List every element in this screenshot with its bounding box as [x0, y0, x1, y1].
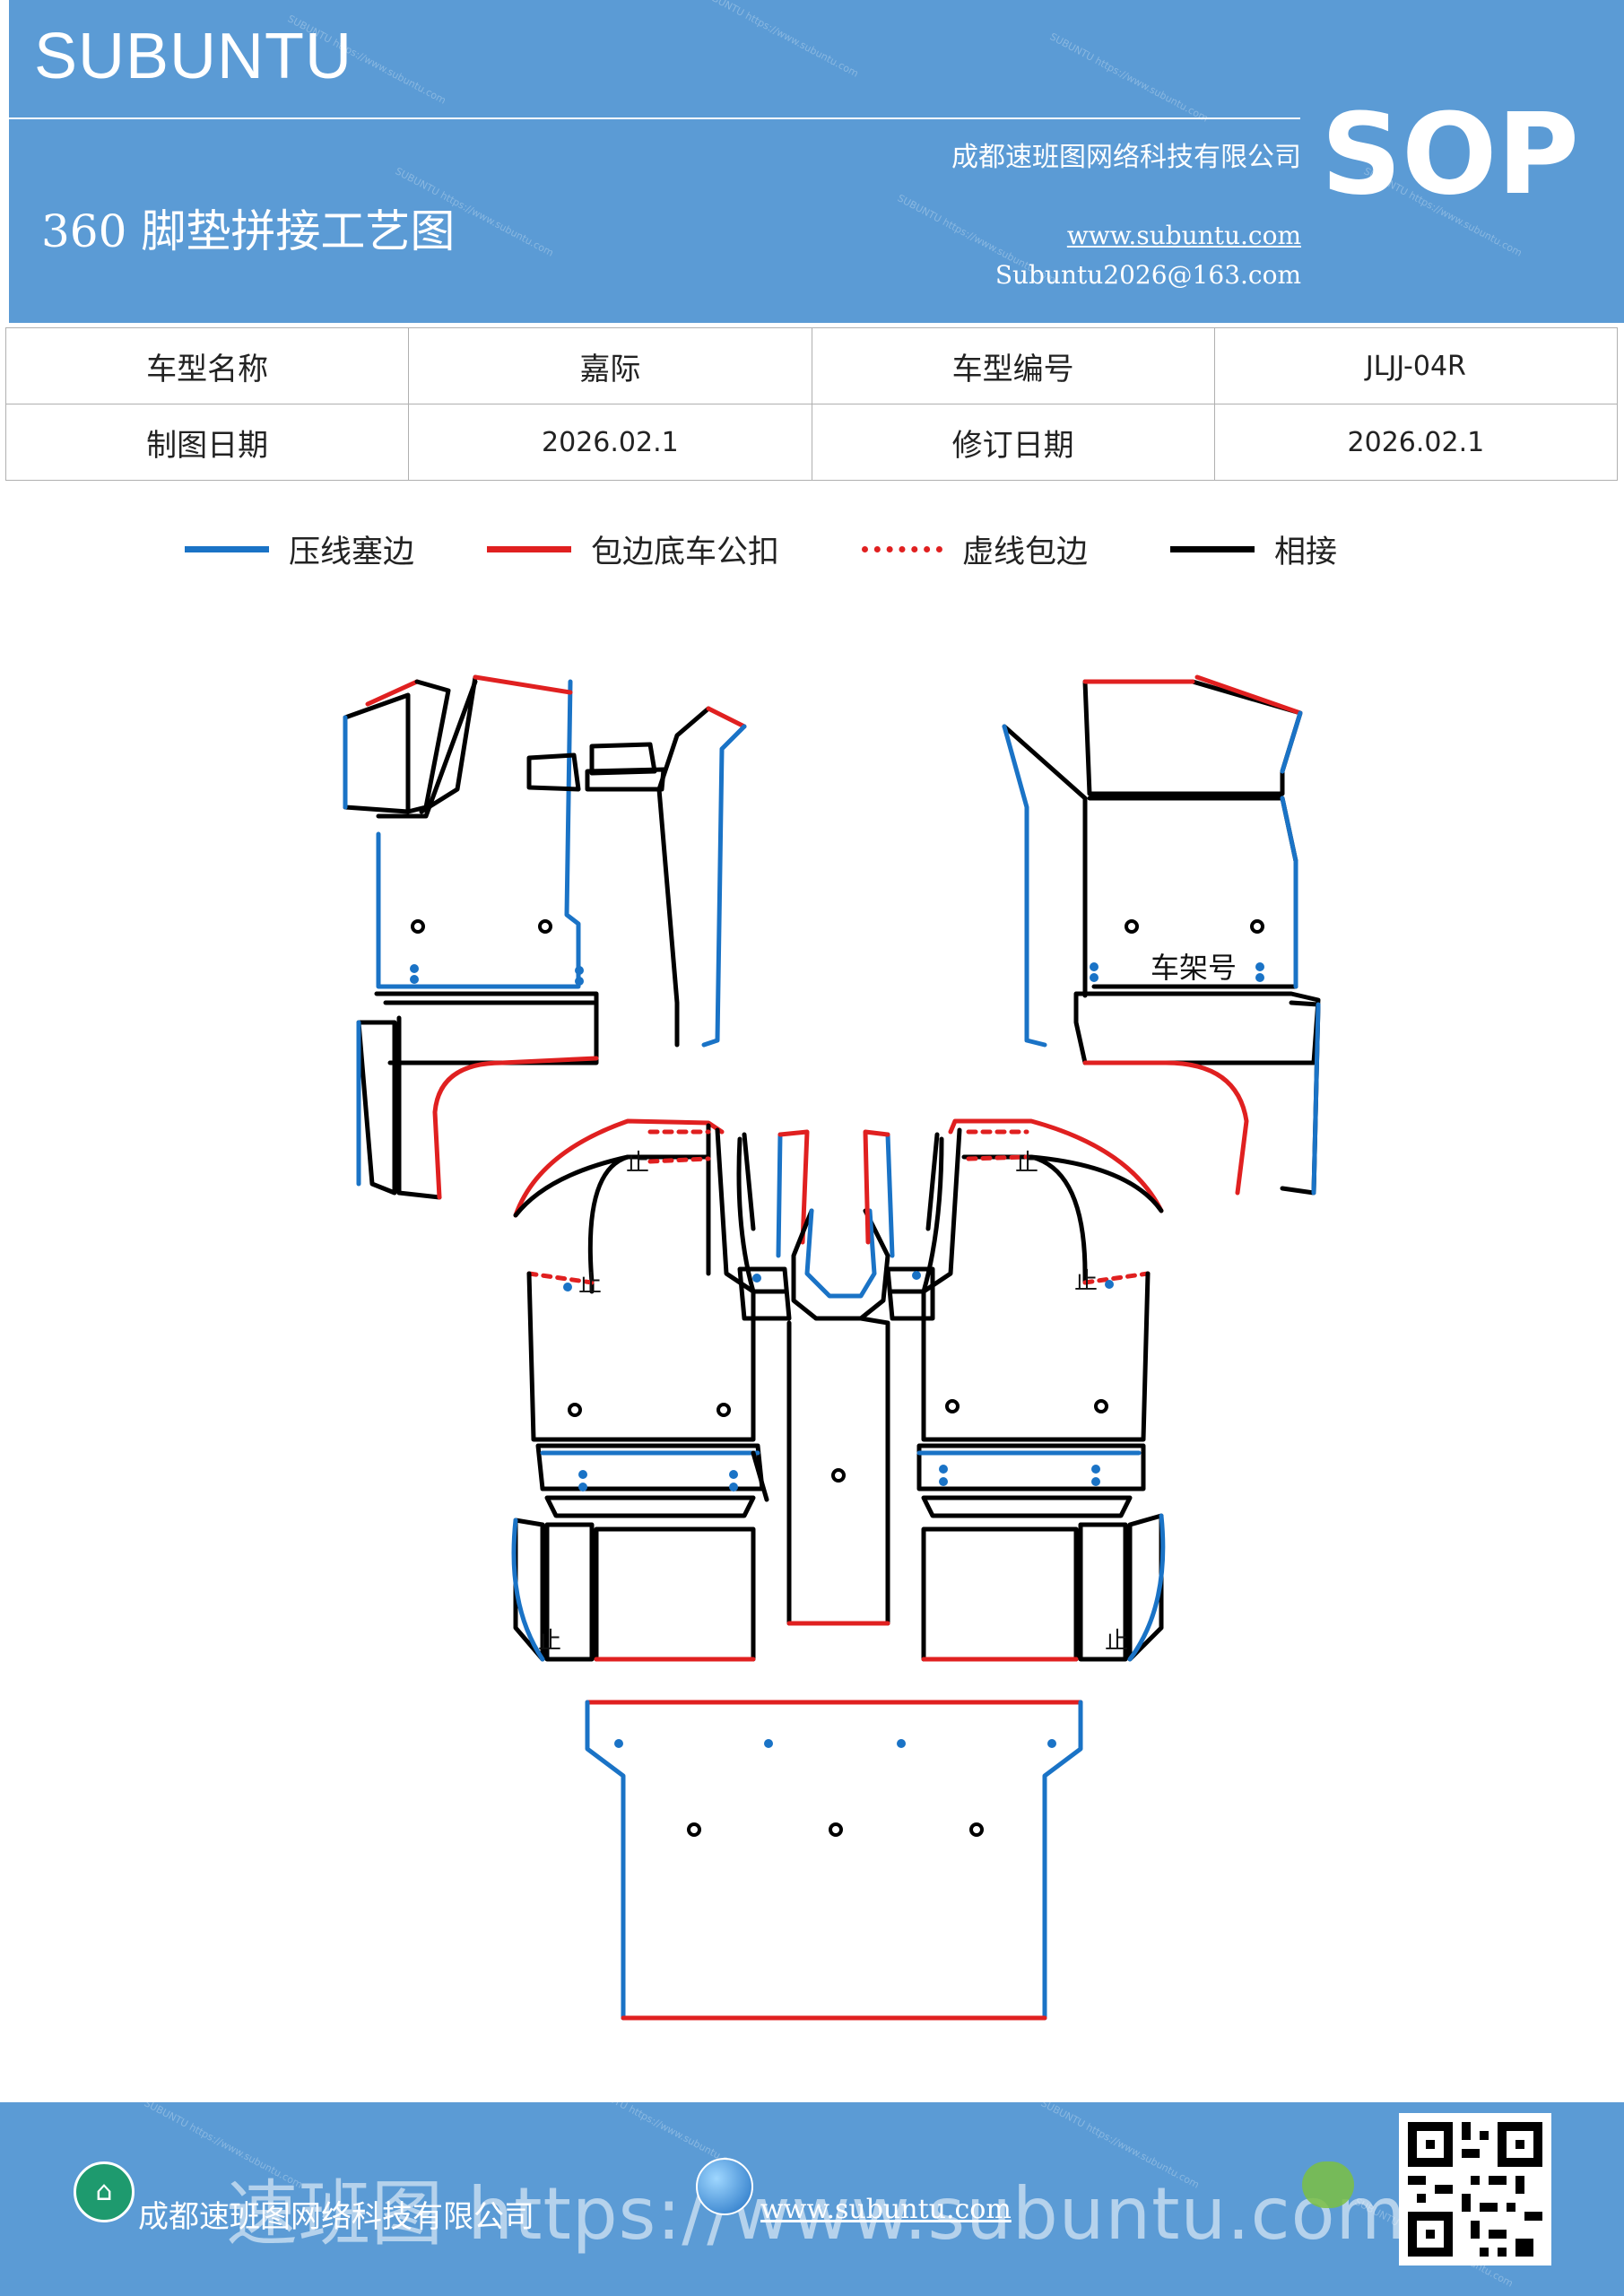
label-model-name: 车型名称	[4, 327, 410, 404]
legend-label: 压线塞边	[289, 534, 415, 570]
stop-mark: 止	[1015, 1150, 1038, 1177]
legend-item-joint: 相接	[1170, 522, 1337, 576]
legend-item-dashed-binding: 虚线包边	[862, 522, 1088, 576]
brand-logo-text: SUBUNTU	[34, 21, 353, 92]
vehicle-info-table: 车型名称 嘉际 车型编号 JLJJ-04R 制图日期 2026.02.1 修订日…	[4, 327, 1619, 481]
footer-company-name: 成都速班图网络科技有限公司	[138, 2199, 534, 2235]
company-name: 成都速班图网络科技有限公司	[951, 142, 1301, 173]
sop-label: SOP	[1321, 90, 1579, 220]
globe-icon	[696, 2158, 753, 2215]
header-divider	[9, 117, 1300, 119]
table-row: 车型名称 嘉际 车型编号 JLJJ-04R	[4, 327, 1619, 404]
mount-holes	[411, 919, 1264, 1837]
value-revision-date: 2026.02.1	[1213, 404, 1619, 481]
stop-mark: 止	[538, 1628, 561, 1655]
center-tunnel-mat	[786, 1208, 890, 1626]
legend-item-edge-binding: 包边底车公扣	[487, 522, 779, 576]
trunk-mat	[585, 1700, 1083, 2021]
label-model-code: 车型编号	[811, 327, 1215, 404]
footer-banner: SUBUNTU https://www.subuntu.com SUBUNTU …	[0, 2102, 1624, 2296]
rear-right-mat	[863, 1118, 1166, 1662]
footer-website-link[interactable]: www.subuntu.com	[760, 2194, 1012, 2225]
table-row: 制图日期 2026.02.1 修订日期 2026.02.1	[4, 404, 1619, 481]
legend-label: 相接	[1274, 534, 1338, 570]
header-banner: SUBUNTU https://www.subuntu.com SUBUNTU …	[9, 0, 1624, 323]
stop-mark: 止	[626, 1150, 649, 1177]
legend-swatch-blue	[185, 545, 269, 552]
legend-swatch-red-dashed	[862, 545, 942, 552]
website-link[interactable]: www.subuntu.com	[1066, 221, 1301, 250]
legend-label: 包边底车公扣	[591, 534, 780, 570]
wechat-icon	[1302, 2161, 1354, 2208]
footer-watermark: 速班图 https://www.subuntu.com	[226, 2172, 1407, 2256]
label-revision-date: 修订日期	[811, 404, 1215, 481]
stop-mark: 止	[1105, 1628, 1128, 1655]
value-model-name: 嘉际	[408, 327, 812, 404]
page-title: 360 脚垫拼接工艺图	[41, 205, 456, 257]
label-draw-date: 制图日期	[4, 404, 410, 481]
building-icon: ⌂	[74, 2161, 135, 2222]
legend-swatch-red	[487, 545, 571, 552]
stop-mark: 止	[1074, 1268, 1098, 1295]
frame-number-label: 车架号	[1151, 951, 1237, 985]
stop-mark: 止	[578, 1271, 602, 1298]
qr-code	[1399, 2113, 1551, 2266]
value-draw-date: 2026.02.1	[408, 404, 812, 481]
email-address: Subuntu2026@163.com	[994, 260, 1301, 290]
rear-left-mat	[511, 1118, 810, 1662]
legend-swatch-black	[1170, 545, 1255, 552]
front-left-mat	[343, 674, 747, 1200]
legend-label: 虚线包边	[962, 534, 1089, 570]
blue-dots	[410, 962, 1264, 1748]
front-right-mat	[1002, 674, 1321, 1196]
value-model-code: JLJJ-04R	[1213, 327, 1619, 404]
legend-item-press-line: 压线塞边	[185, 522, 414, 576]
